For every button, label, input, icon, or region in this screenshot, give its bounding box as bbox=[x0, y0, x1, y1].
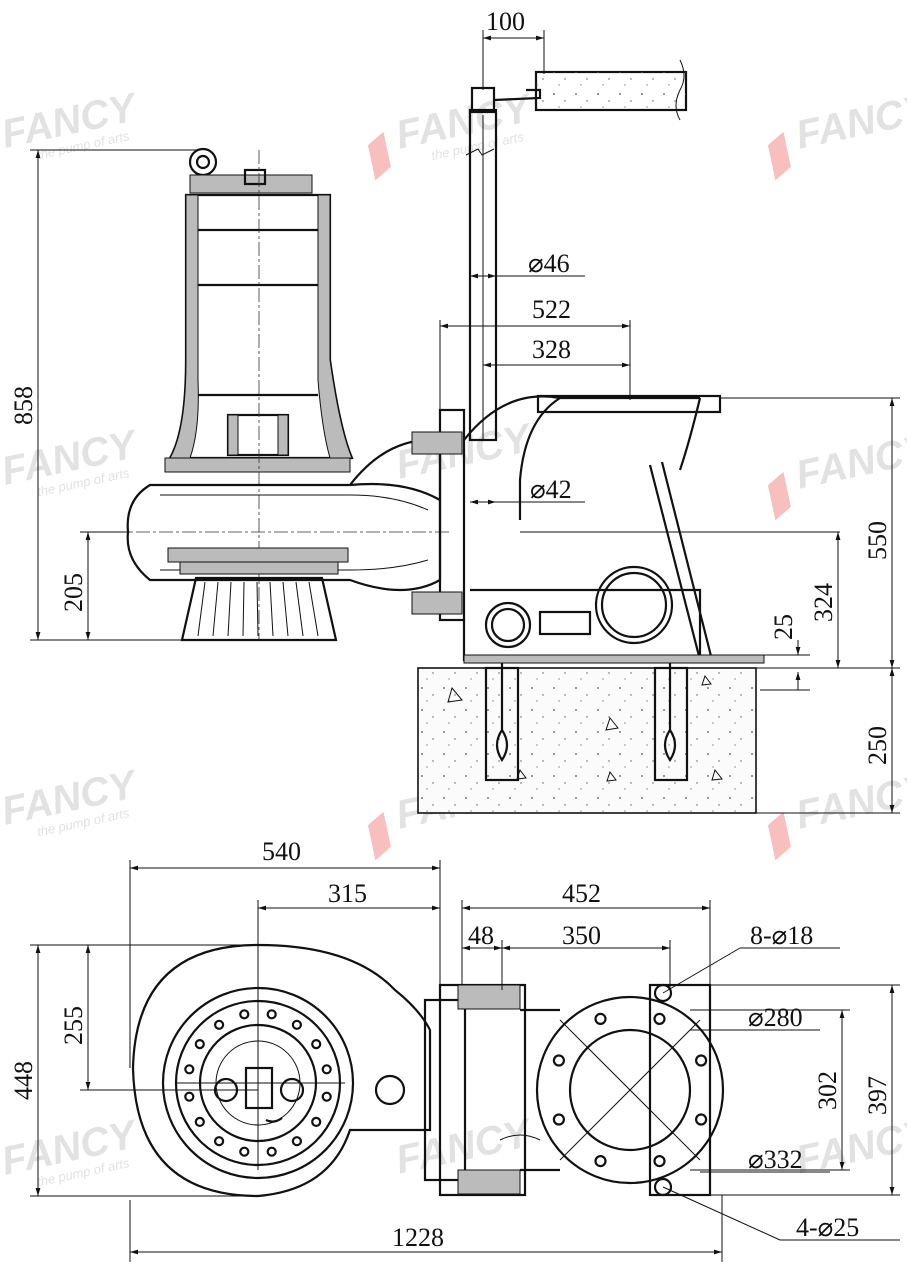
dim-dia-46: ⌀46 bbox=[528, 249, 570, 278]
dim-350: 350 bbox=[562, 921, 601, 950]
flange-bolt-hole bbox=[694, 1113, 708, 1126]
motor-bolt-hole bbox=[194, 1038, 205, 1050]
dim-324: 324 bbox=[809, 583, 838, 622]
dim-holes-4-25: 4-⌀25 bbox=[796, 1213, 859, 1242]
motor-bolt-circle bbox=[184, 1009, 332, 1157]
dim-302: 302 bbox=[813, 1071, 842, 1110]
watermark: FANCY bbox=[767, 426, 907, 521]
dim-100: 100 bbox=[486, 7, 525, 36]
watermark-logo-icon bbox=[767, 811, 791, 861]
motor-bolt-hole bbox=[266, 1146, 277, 1157]
motor-bolt-hole bbox=[194, 1116, 205, 1128]
dim-255: 255 bbox=[59, 1006, 88, 1045]
flange-bolt-hole bbox=[694, 1054, 708, 1067]
dim-858: 858 bbox=[9, 386, 38, 425]
motor-bolt-hole bbox=[291, 1136, 302, 1147]
flange-bolt-hole bbox=[552, 1054, 566, 1067]
watermark-brand: FANCY bbox=[792, 766, 907, 838]
motor-bolt-hole bbox=[184, 1064, 195, 1075]
motor-bolt-hole bbox=[214, 1136, 225, 1147]
motor-bolt-hole bbox=[214, 1019, 225, 1030]
dim-dia-42: ⌀42 bbox=[530, 475, 572, 504]
watermark: FANCY the pump of arts bbox=[0, 1112, 143, 1189]
dim-540: 540 bbox=[262, 837, 301, 866]
dim-522: 522 bbox=[532, 295, 571, 324]
dim-205: 205 bbox=[59, 573, 88, 612]
dim-dia-280: ⌀280 bbox=[748, 1003, 803, 1032]
side-view: 100 ⌀46 522 328 ⌀42 858 205 550 324 bbox=[9, 7, 900, 814]
flange-bolt-hole bbox=[594, 1154, 607, 1168]
watermark-logo-icon bbox=[367, 811, 391, 861]
motor-bolt-hole bbox=[291, 1019, 302, 1030]
motor-bolt-hole bbox=[311, 1038, 322, 1050]
dim-315: 315 bbox=[328, 879, 367, 908]
dim-448: 448 bbox=[9, 1061, 38, 1100]
concrete-foundation bbox=[417, 660, 757, 814]
watermark-brand: FANCY bbox=[792, 426, 907, 498]
watermark-logo-icon bbox=[367, 131, 391, 181]
dim-25: 25 bbox=[769, 614, 798, 640]
dim-1228: 1228 bbox=[392, 1223, 444, 1252]
motor-bolt-hole bbox=[311, 1116, 322, 1128]
outlet-bolt-circle bbox=[552, 1012, 708, 1168]
flange-bolt-hole bbox=[594, 1012, 607, 1026]
motor-housing bbox=[164, 147, 354, 640]
dim-250: 250 bbox=[863, 726, 892, 765]
dim-550: 550 bbox=[863, 521, 892, 560]
motor-bolt-hole bbox=[266, 1009, 277, 1020]
top-dimensions: 540 315 452 48 350 8-⌀18 ⌀280 302 397 bbox=[9, 837, 900, 1262]
motor-bolt-hole bbox=[239, 1009, 250, 1020]
watermark-brand: FANCY bbox=[792, 86, 907, 158]
dim-holes-8-18: 8-⌀18 bbox=[750, 921, 813, 950]
motor-bolt-hole bbox=[184, 1091, 195, 1102]
dim-328: 328 bbox=[532, 335, 571, 364]
discharge-bend bbox=[411, 394, 765, 664]
dim-452: 452 bbox=[562, 879, 601, 908]
dim-397: 397 bbox=[863, 1076, 892, 1115]
outlet-flange-plan bbox=[535, 983, 725, 1197]
flange-bolt-hole bbox=[653, 1012, 666, 1026]
motor-bolt-hole bbox=[321, 1091, 332, 1102]
watermark: FANCY bbox=[767, 86, 907, 181]
side-dimensions: 100 ⌀46 522 328 ⌀42 858 205 550 324 bbox=[9, 7, 900, 814]
watermark: FANCY the pump of arts bbox=[0, 422, 143, 499]
watermark: FANCY the pump of arts bbox=[0, 762, 143, 839]
inlet-strainer bbox=[180, 576, 338, 642]
volute-plan bbox=[131, 943, 432, 1198]
flange-bolt-hole bbox=[653, 1154, 666, 1168]
dim-48: 48 bbox=[468, 921, 494, 950]
watermark-logo-icon bbox=[767, 131, 791, 181]
watermark-logo-icon bbox=[767, 471, 791, 521]
motor-bolt-hole bbox=[321, 1064, 332, 1075]
flange-bolt-hole bbox=[552, 1113, 566, 1126]
top-view: 540 315 452 48 350 8-⌀18 ⌀280 302 397 bbox=[9, 837, 900, 1262]
motor-bolt-hole bbox=[239, 1146, 250, 1157]
guide-rail bbox=[465, 59, 688, 442]
coupling-plan bbox=[423, 983, 560, 1197]
watermark: FANCY the pump of arts bbox=[0, 85, 143, 162]
dim-dia-332: ⌀332 bbox=[748, 1145, 803, 1174]
